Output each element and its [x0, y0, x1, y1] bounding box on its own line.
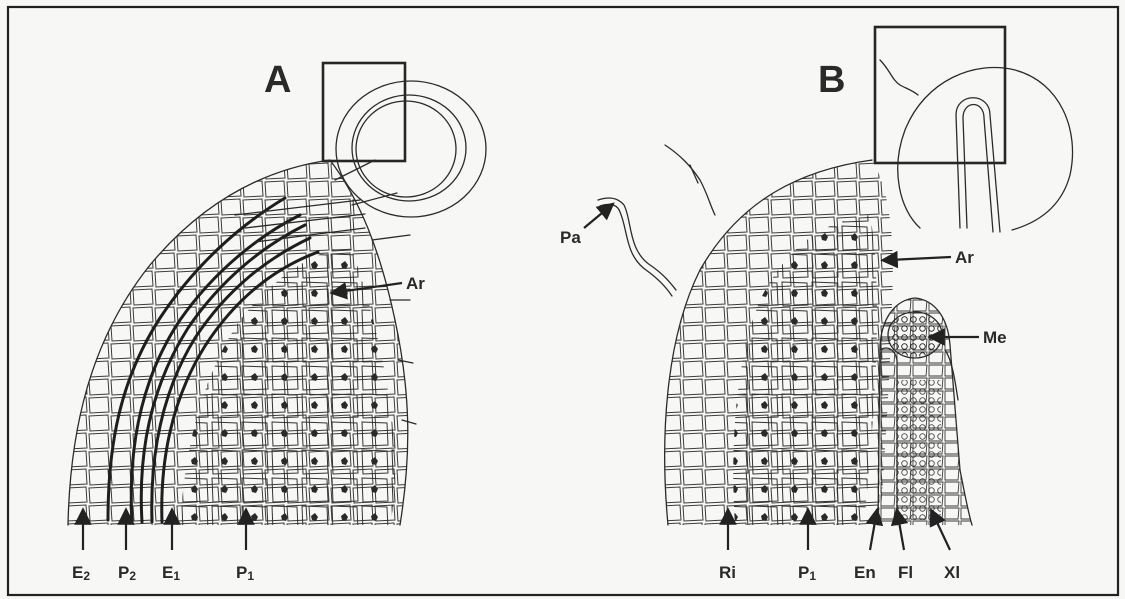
- panel-b-label-pa: Pa: [560, 228, 581, 247]
- panel-a-label-e2-main: E: [72, 563, 83, 582]
- panel-a-tissue: [60, 150, 420, 530]
- panel-a-label-p1-sub: 1: [247, 569, 254, 583]
- panel-b-label-me: Me: [983, 328, 1007, 347]
- panel-a-inset-circle: [336, 81, 486, 217]
- panel-b-label-en: En: [854, 563, 876, 582]
- panel-b-label-fl: Fl: [898, 563, 913, 582]
- panel-b-label-ar: Ar: [955, 248, 974, 267]
- panel-b-arrow-ar: [889, 257, 951, 260]
- panel-b-label-xl: Xl: [944, 563, 960, 582]
- panel-b-tissue: [660, 150, 975, 530]
- panel-a-label-e1-main: E: [162, 563, 173, 582]
- panel-b-letter: B: [818, 59, 845, 101]
- panel-a-label-e2-sub: 2: [83, 569, 90, 583]
- panel-a-label-p2-sub: 2: [129, 569, 136, 583]
- panel-b: B Pa: [560, 27, 1073, 583]
- panel-b-label-p1-sub: 1: [809, 569, 816, 583]
- panel-a-letter: A: [264, 59, 291, 101]
- panel-b-arrow-pa: [584, 208, 608, 228]
- panel-b-label-p1: P1: [798, 563, 816, 583]
- panel-a-label-e1-sub: 1: [173, 569, 180, 583]
- panel-a-label-ar: Ar: [406, 274, 425, 293]
- panel-a-label-p1: P1: [236, 563, 254, 583]
- panel-a-label-e1: E1: [162, 563, 180, 583]
- panel-a: A Ar E2: [60, 59, 486, 583]
- panel-b-filament: [598, 145, 715, 296]
- panel-b-inset-circle: [880, 60, 1073, 232]
- panel-a-label-p2: P2: [118, 563, 136, 583]
- panel-b-label-ri: Ri: [719, 563, 736, 582]
- panel-b-label-p1-main: P: [798, 563, 809, 582]
- panel-a-inset-box: [323, 63, 405, 161]
- panel-a-label-p2-main: P: [118, 563, 129, 582]
- panel-a-label-p1-main: P: [236, 563, 247, 582]
- panel-a-label-e2: E2: [72, 563, 90, 583]
